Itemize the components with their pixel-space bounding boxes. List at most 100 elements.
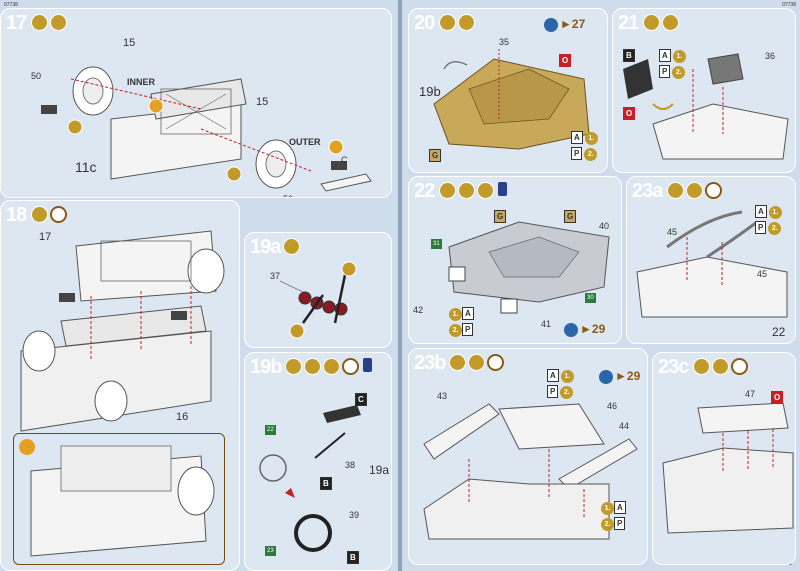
step-19a-panel: 19a 37 — [244, 232, 392, 348]
outer-label: OUTER — [289, 137, 321, 147]
part-a46-label: 46 — [607, 401, 618, 411]
step-icons — [285, 358, 372, 376]
step-number: 21 — [618, 12, 639, 34]
decal-icon — [323, 358, 340, 375]
paint-icon — [686, 182, 703, 199]
coin-tag: 2.P — [447, 323, 474, 337]
clock-icon — [342, 358, 359, 375]
page-code: 07738 — [782, 2, 796, 8]
part-c-label: C — [341, 155, 348, 165]
step-number: 19a — [250, 236, 281, 258]
part-22-label: 22 — [772, 325, 786, 339]
tag-b: B — [347, 551, 359, 564]
part-a44-label: 44 — [619, 421, 630, 431]
step-icons — [31, 14, 69, 32]
part-19a-label: 19a — [369, 463, 390, 477]
page-gutter — [398, 0, 402, 571]
step-icons — [283, 238, 302, 256]
tag-o: O — [623, 107, 636, 120]
paint-icon — [468, 354, 485, 371]
step-22-illustration — [448, 221, 610, 314]
step-icons — [439, 182, 507, 200]
step-19b-illustration — [259, 405, 361, 552]
paint-icon — [662, 14, 679, 31]
clock-icon — [487, 354, 504, 371]
step-23a-illustration — [636, 210, 788, 318]
part-a40-label: 40 — [599, 221, 610, 231]
part-a45-label: 45 — [667, 227, 678, 237]
color-chip: 22 — [265, 425, 276, 435]
decal-icon — [477, 182, 494, 199]
paint-icon — [458, 14, 475, 31]
step-icons — [31, 206, 69, 224]
next-icon — [599, 369, 613, 384]
part-11c-label: 11c — [75, 159, 97, 175]
step-icons — [643, 14, 681, 32]
coin-tag: 2.P — [599, 517, 626, 531]
step-number: 17 — [6, 12, 27, 34]
paint-icon — [50, 14, 67, 31]
glue-icon — [439, 182, 456, 199]
part-16-label: 16 — [176, 411, 189, 423]
part-a43-label: 43 — [437, 391, 448, 401]
step-18-panel: 18 17 16 — [0, 200, 240, 571]
color-chip: 30 — [585, 293, 596, 303]
part-15-label: 15 — [256, 96, 269, 108]
part-19b-label: 19b — [419, 84, 441, 99]
step-number: 19b — [250, 356, 282, 378]
paint-icon — [712, 358, 729, 375]
page-code: 07738 — [4, 2, 18, 8]
glue-icon — [643, 14, 660, 31]
next-step-ref: ►29 — [599, 369, 640, 384]
color-chip: 23 — [265, 546, 276, 556]
inset-preview — [13, 433, 225, 565]
step-number: 23c — [658, 356, 689, 378]
glue-icon — [31, 206, 48, 223]
step-number: 23b — [414, 352, 446, 374]
part-b50-label: 50 — [283, 194, 293, 197]
glue-icon — [693, 358, 710, 375]
left-page: 07738 12 17 — [0, 0, 398, 571]
step-icons — [439, 14, 477, 32]
color-chip: 31 — [431, 239, 442, 249]
part-17-label: 17 — [39, 231, 52, 243]
part-c41-label: 41 — [541, 319, 552, 329]
tag-b: B — [320, 477, 332, 490]
paint-icon — [283, 238, 300, 255]
paint-pot-icon — [363, 358, 372, 372]
right-page: 07738 13 20 ►27 35 19b G O A1. P2. 21 — [402, 0, 800, 571]
part-a45-label: 45 — [757, 269, 768, 279]
step-icons — [693, 358, 750, 376]
step-22-panel: 22 40 42 41 G G 1.A 2.P 31 30 ►29 — [408, 176, 622, 344]
step-19b-panel: 19b 38 39 19a C B B 22 23 — [244, 352, 392, 571]
step-20-illustration — [433, 49, 590, 150]
step-icons — [667, 182, 724, 200]
part-15-label: 15 — [123, 37, 136, 49]
step-17-panel: 17 — [0, 8, 392, 198]
step-17-illustration — [41, 66, 372, 192]
step-number: 23a — [632, 180, 663, 202]
part-c39-label: 39 — [349, 510, 360, 520]
glue-icon — [285, 358, 302, 375]
step-19a-illustration — [279, 261, 357, 339]
tag-b: B — [623, 49, 635, 62]
clock-icon — [705, 182, 722, 199]
paint-icon — [458, 182, 475, 199]
step-23b-illustration — [423, 403, 638, 540]
star-icon — [19, 439, 35, 455]
part-a47-label: 47 — [745, 389, 756, 399]
tag-g: G — [564, 210, 577, 223]
part-c37-label: 37 — [270, 271, 281, 281]
clock-icon — [731, 358, 748, 375]
glue-icon — [31, 14, 48, 31]
part-c42-label: 42 — [413, 305, 424, 315]
